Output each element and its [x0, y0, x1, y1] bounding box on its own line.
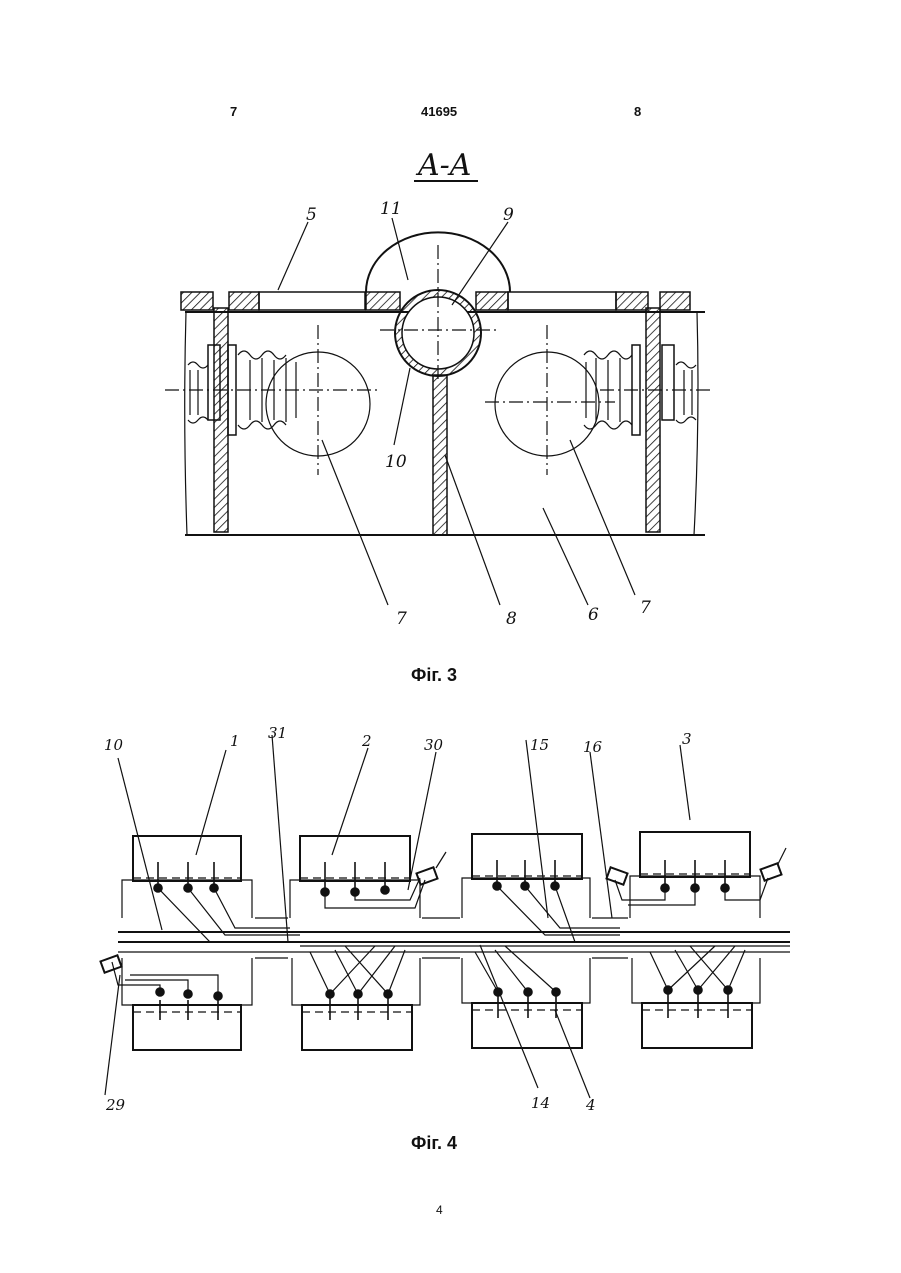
fig3-label-7-right: 7 [640, 598, 651, 618]
figure-3-section-drawing: A-A [165, 148, 712, 629]
figure-4-schematic: 10 1 31 2 30 15 16 3 29 14 4 [100, 724, 790, 1114]
fig3-label-10: 10 [385, 452, 407, 472]
dome-11 [366, 232, 510, 292]
hatched-block [660, 292, 690, 310]
hatched-block [476, 292, 508, 310]
fig3-label-5: 5 [306, 205, 317, 225]
unit-upper-3rd [472, 834, 582, 879]
fig3-label-8: 8 [506, 609, 517, 629]
unit-1 [133, 836, 241, 881]
hatched-block [229, 292, 259, 310]
fig3-label-6: 6 [588, 605, 599, 625]
right-wall [646, 308, 660, 532]
fig3-label-9: 9 [503, 205, 514, 225]
figure-3-caption: Фіг. 3 [411, 665, 457, 686]
fig4-label-4: 4 [585, 1096, 596, 1114]
fig3-label-11: 11 [380, 199, 402, 219]
page-number: 4 [436, 1203, 443, 1217]
fig4-label-3: 3 [682, 730, 692, 748]
fig4-label-10: 10 [104, 736, 124, 754]
fig4-label-30: 30 [424, 736, 444, 754]
fig4-label-14: 14 [531, 1094, 550, 1112]
section-title: A-A [415, 148, 471, 183]
fig4-label-29: 29 [105, 1096, 126, 1114]
fig4-label-31: 31 [268, 724, 287, 742]
hatched-block [616, 292, 648, 310]
fig4-label-15: 15 [530, 736, 549, 754]
fig3-label-7-left: 7 [396, 609, 407, 629]
partition-8 [433, 375, 447, 535]
figure-4-caption: Фіг. 4 [411, 1133, 457, 1154]
fig4-label-1: 1 [230, 732, 240, 750]
hatched-block [181, 292, 213, 310]
fig4-label-2: 2 [361, 732, 372, 750]
hatched-block [366, 292, 400, 310]
fig4-label-16: 16 [583, 738, 603, 756]
